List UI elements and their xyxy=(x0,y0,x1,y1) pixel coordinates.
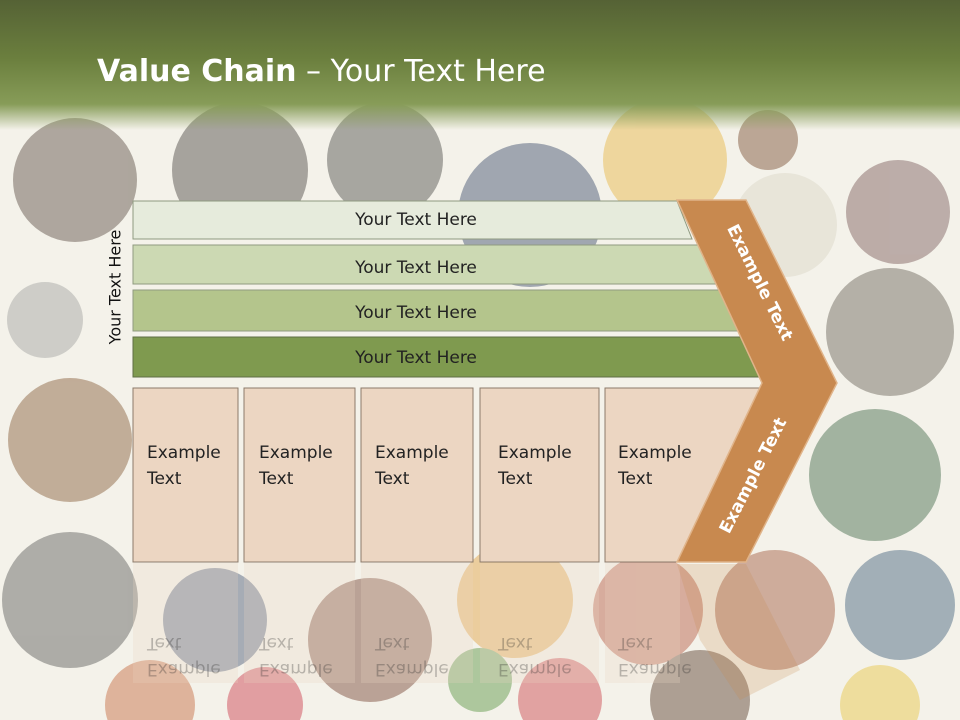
card-3-text: Example Text xyxy=(375,440,449,492)
chevron xyxy=(675,199,838,563)
card-1-text: Example Text xyxy=(147,440,221,492)
card-3-line-1: Example xyxy=(375,443,449,463)
card-5-text: Example Text xyxy=(618,440,692,492)
card-3-reflection-line-1: Example xyxy=(375,659,449,679)
title-bar xyxy=(0,0,960,130)
card-5-reflection: Example Text xyxy=(618,630,692,682)
card-5-reflection-line-1: Example xyxy=(618,659,692,679)
card-2-line-1: Example xyxy=(259,443,333,463)
card-4 xyxy=(479,387,600,563)
card-3 xyxy=(360,387,474,563)
card-2-reflection-line-2: Text xyxy=(259,633,294,653)
side-label: Your Text Here xyxy=(105,229,125,345)
bar-1 xyxy=(132,200,693,240)
bar-4-label: Your Text Here xyxy=(354,348,477,368)
card-4-reflection: Example Text xyxy=(498,630,572,682)
title-rest: – Your Text Here xyxy=(296,54,546,89)
card-1-line-2: Text xyxy=(147,469,182,489)
card-2 xyxy=(243,387,356,563)
card-1-line-1: Example xyxy=(147,443,221,463)
card-1-reflection-line-1: Example xyxy=(147,659,221,679)
card-3-reflection-line-2: Text xyxy=(375,633,410,653)
card-5-line-1: Example xyxy=(618,443,692,463)
card-4-reflection-line-1: Example xyxy=(498,659,572,679)
card-3-reflection: Example Text xyxy=(375,630,449,682)
card-5-reflection-line-2: Text xyxy=(618,633,653,653)
card-2-line-2: Text xyxy=(259,469,294,489)
card-1-reflection: Example Text xyxy=(147,630,221,682)
card-1-reflection-line-2: Text xyxy=(147,633,182,653)
bar-3-label: Your Text Here xyxy=(354,303,477,323)
card-4-text: Example Text xyxy=(498,440,572,492)
card-3-line-2: Text xyxy=(375,469,410,489)
chevron-reflection xyxy=(677,564,800,700)
card-4-line-1: Example xyxy=(498,443,572,463)
card-5-line-2: Text xyxy=(618,469,653,489)
bar-1-label: Your Text Here xyxy=(354,210,477,230)
card-4-line-2: Text xyxy=(498,469,533,489)
slide-title: Value Chain – Your Text Here xyxy=(97,54,546,89)
bar-2-label: Your Text Here xyxy=(354,258,477,278)
card-2-reflection: Example Text xyxy=(259,630,333,682)
card-1 xyxy=(132,387,239,563)
card-2-reflection-line-1: Example xyxy=(259,659,333,679)
card-4-reflection-line-2: Text xyxy=(498,633,533,653)
card-2-text: Example Text xyxy=(259,440,333,492)
title-bold: Value Chain xyxy=(97,54,297,89)
